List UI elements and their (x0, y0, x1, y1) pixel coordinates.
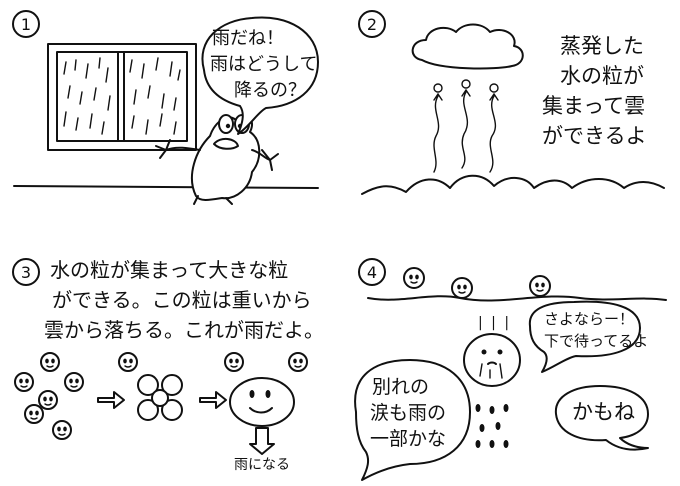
tear-drops (475, 404, 509, 448)
crying-raindrop (463, 333, 521, 387)
panel-2-caption-line-4: ができるよ (542, 124, 647, 148)
rain-streaks (63, 57, 181, 135)
cloud-underline (367, 295, 667, 302)
cloud (411, 23, 524, 70)
small-droplet (24, 404, 44, 424)
small-droplet (52, 420, 72, 440)
rain-label: 雨になる (234, 457, 290, 473)
panel-2-caption-line-3: 集まって雲 (542, 94, 646, 118)
vapor-arrows (433, 79, 499, 173)
panel-3-number: 3 (12, 258, 40, 286)
panel-3-caption-line-2: ができる。この粒は重いから (52, 288, 312, 312)
small-droplet (118, 352, 138, 372)
panel-4-drops (403, 267, 551, 299)
bubble-right-line-2: 下で待ってるよ (544, 332, 649, 350)
svg-text:4: 4 (367, 263, 377, 282)
bubble-line-2: 雨はどうして (210, 54, 318, 75)
panel-4: 4 (354, 258, 667, 481)
bubble-left-line-3: 一部かな (370, 428, 447, 450)
panel-3-caption-line-3: 雲から落ちる。これが雨だよ。 (44, 318, 324, 342)
bubble-line-1: 雨だね！ (212, 28, 284, 49)
window (47, 43, 197, 151)
panel-2-caption-line-2: 水の粒が (560, 64, 644, 88)
panel-4-number: 4 (358, 258, 386, 286)
panel-3: 3 (12, 258, 308, 455)
small-droplet (224, 352, 244, 372)
panel-1-number: 1 (12, 10, 40, 38)
small-droplet (451, 277, 473, 299)
small-droplet (288, 352, 308, 372)
bubble-right (528, 300, 641, 373)
bubble-left-line-1: 別れの (372, 376, 430, 398)
drop-cluster (137, 374, 183, 421)
small-droplet (403, 267, 425, 289)
small-droplet (64, 372, 84, 392)
panel-1: 1 (12, 10, 319, 205)
bubble-small (554, 385, 649, 451)
bubble-line-3: 降るの？ (234, 80, 306, 101)
bubble-right-line-1: さよならー！ (544, 310, 635, 328)
bubble-small-text: かもね (572, 400, 635, 424)
down-arrow (249, 427, 275, 455)
panel-2: 2 (358, 10, 665, 195)
floor-line (13, 185, 319, 189)
small-droplet (40, 352, 60, 372)
small-droplet (38, 390, 58, 410)
panel-2-number: 2 (358, 10, 386, 38)
arrow-1 (97, 391, 125, 409)
bubble-left-line-2: 涙も雨の (370, 402, 447, 424)
panel-2-caption-line-1: 蒸発した (560, 34, 644, 58)
panel-3-caption-line-1: 水の粒が集まって大きな粒 (50, 258, 289, 282)
big-raindrop (229, 377, 295, 427)
svg-text:1: 1 (21, 15, 31, 34)
panel-3-drops (14, 352, 308, 440)
arrow-2 (199, 391, 227, 409)
sea-waves (361, 174, 665, 195)
svg-text:2: 2 (367, 15, 377, 34)
droplet-character (155, 114, 279, 205)
svg-text:3: 3 (21, 263, 31, 282)
small-droplet (14, 372, 34, 392)
panel-1-speech-bubble (201, 16, 319, 135)
bubble-left (354, 359, 471, 481)
small-droplet (529, 275, 551, 297)
surprise-marks: | | | (478, 315, 512, 331)
